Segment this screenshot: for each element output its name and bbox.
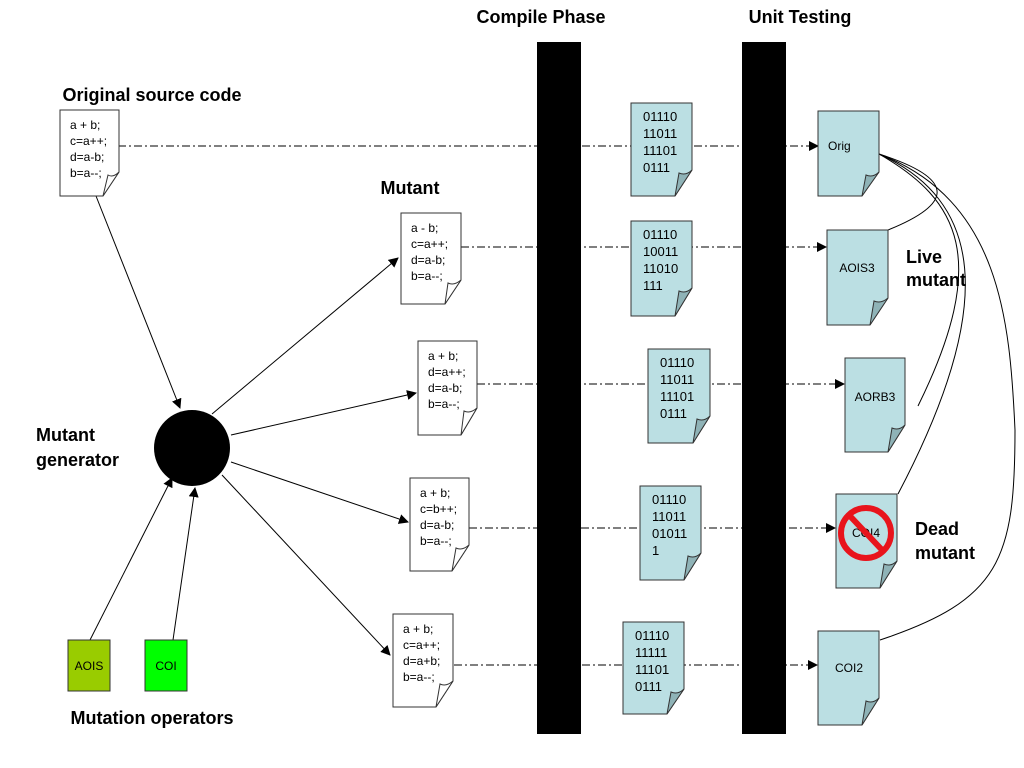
aois-to-generator-arrow — [89, 477, 173, 641]
mutant-generator-node — [154, 410, 230, 486]
code-line: a - b; — [411, 221, 438, 235]
original-source-code-label: Original source code — [62, 85, 241, 105]
test-doc-coi4: COI4 — [835, 493, 898, 589]
binary-line: 0111 — [660, 406, 687, 421]
code-line: c=a++; — [70, 134, 107, 148]
generator-to-mutant3-arrow — [230, 461, 409, 524]
binary-line: 11101 — [660, 389, 694, 404]
operator-aois-label: AOIS — [75, 659, 104, 673]
live-mutant-label-2: mutant — [906, 270, 966, 290]
original-source-doc: a + b; c=a++; d=a-b; b=a--; — [59, 109, 120, 197]
unit-testing-header: Unit Testing — [749, 7, 852, 27]
binary-line: 11011 — [660, 372, 694, 387]
compiled-doc-4: 01110 11111 11101 0111 — [622, 621, 685, 715]
code-line: d=a-b; — [428, 381, 462, 395]
orig-aois3-curve — [878, 153, 938, 231]
binary-line: 01110 — [660, 355, 694, 370]
code-line: d=a-b; — [420, 518, 454, 532]
binary-line: 11011 — [652, 509, 686, 524]
mutant-label: Mutant — [381, 178, 440, 198]
mutation-operators-label: Mutation operators — [70, 708, 233, 728]
generator-to-mutant1-arrow — [211, 257, 399, 415]
code-line: d=a+b; — [403, 654, 440, 668]
binary-line: 01110 — [635, 628, 669, 643]
no-entry-icon — [838, 505, 894, 561]
operator-aois: AOIS — [67, 639, 111, 692]
binary-line: 111 — [643, 278, 663, 293]
binary-line: 01110 — [652, 492, 686, 507]
code-line: a + b; — [420, 486, 450, 500]
code-line: d=a-b; — [411, 253, 445, 267]
mutant-doc-1: a - b; c=a++; d=a-b; b=a--; — [400, 212, 462, 305]
code-line: b=a--; — [70, 166, 102, 180]
code-line: b=a--; — [411, 269, 443, 283]
binary-line: 0111 — [635, 679, 662, 694]
binary-line: 01110 — [643, 227, 677, 242]
code-line: a + b; — [70, 118, 100, 132]
binary-line: 11010 — [643, 261, 678, 276]
compile-phase-bar — [537, 42, 581, 734]
generator-to-mutant4-arrow — [221, 474, 391, 656]
mutant-doc-4: a + b; c=a++; d=a+b; b=a--; — [392, 613, 454, 708]
test-label-coi2: COI2 — [835, 661, 863, 675]
code-line: d=a++; — [428, 365, 466, 379]
compile-phase-header: Compile Phase — [476, 7, 605, 27]
code-line: c=a++; — [411, 237, 448, 251]
test-doc-aois3: AOIS3 — [826, 229, 889, 326]
live-mutant-label-1: Live — [906, 247, 942, 267]
compiled-doc-orig: 01110 11011 11101 0111 — [630, 102, 693, 197]
binary-line: 0111 — [643, 160, 670, 175]
test-doc-orig: Orig — [817, 110, 880, 197]
mutant-generator-label-2: generator — [36, 450, 119, 470]
binary-line: 10011 — [643, 244, 678, 259]
binary-line: 1 — [652, 543, 659, 558]
code-line: d=a-b; — [70, 150, 104, 164]
test-doc-coi2: COI2 — [817, 630, 880, 726]
compiled-doc-3: 01110 11011 01011 1 — [639, 485, 702, 581]
code-line: a + b; — [428, 349, 458, 363]
unit-testing-bar — [742, 42, 786, 734]
binary-line: 11111 — [635, 645, 667, 660]
test-label-aorb3: AORB3 — [855, 390, 896, 404]
binary-line: 11011 — [643, 126, 677, 141]
generator-to-mutant2-arrow — [230, 390, 417, 436]
coi-to-generator-arrow — [172, 487, 199, 641]
dead-mutant-label-1: Dead — [915, 519, 959, 539]
binary-line: 11101 — [643, 143, 677, 158]
original-to-generator-arrow — [95, 195, 182, 409]
code-line: c=b++; — [420, 502, 457, 516]
dead-mutant-label-2: mutant — [915, 543, 975, 563]
binary-line: 01011 — [652, 526, 687, 541]
test-label-aois3: AOIS3 — [839, 261, 875, 275]
orig-aorb3-curve — [878, 153, 960, 407]
code-line: c=a++; — [403, 638, 440, 652]
code-line: b=a--; — [420, 534, 452, 548]
test-doc-aorb3: AORB3 — [844, 357, 906, 453]
code-line: a + b; — [403, 622, 433, 636]
mutant-generator-label-1: Mutant — [36, 425, 95, 445]
compiled-doc-2: 01110 11011 11101 0111 — [647, 348, 711, 444]
orig-coi4-curve — [878, 153, 966, 495]
code-line: b=a--; — [403, 670, 435, 684]
operator-coi-label: COI — [155, 659, 176, 673]
code-line: b=a--; — [428, 397, 460, 411]
mutant-doc-2: a + b; d=a++; d=a-b; b=a--; — [417, 340, 478, 436]
binary-line: 11101 — [635, 662, 669, 677]
test-label-orig: Orig — [828, 139, 851, 153]
binary-line: 01110 — [643, 109, 677, 124]
orig-coi2-curve — [878, 153, 1016, 641]
mutant-doc-3: a + b; c=b++; d=a-b; b=a--; — [409, 477, 470, 572]
operator-coi: COI — [144, 639, 188, 692]
compiled-doc-1: 01110 10011 11010 111 — [630, 220, 693, 317]
